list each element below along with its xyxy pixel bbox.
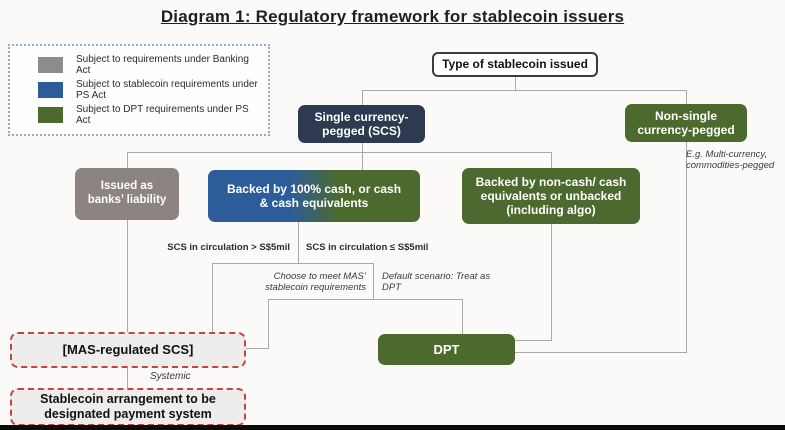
legend-label-stablecoin-ps-act: Subject to stablecoin requirements under…	[76, 78, 258, 101]
connector	[246, 348, 269, 349]
connector	[362, 152, 363, 170]
connector	[515, 77, 516, 90]
legend-item-dpt-ps-act: Subject to DPT requirements under PS Act	[38, 104, 258, 126]
annotation-circulation-lte-5mil: SCS in circulation ≤ S$5mil	[306, 242, 429, 253]
legend: Subject to requirements under Banking Ac…	[8, 44, 270, 136]
connector	[515, 352, 687, 353]
annotation-non-single-example: E.g. Multi-currency, commodities-pegged	[686, 149, 775, 172]
legend-item-stablecoin-ps-act: Subject to stablecoin requirements under…	[38, 79, 258, 101]
node-non-single-currency-pegged: Non-single currency-pegged	[625, 104, 747, 142]
bottom-edge-bar	[0, 425, 785, 430]
connector	[127, 152, 128, 168]
connector	[551, 152, 552, 168]
legend-label-dpt-ps-act: Subject to DPT requirements under PS Act	[76, 104, 249, 127]
connector	[362, 90, 687, 91]
node-issued-as-banks-liability: Issued as banks’ liability	[75, 168, 179, 220]
connector	[515, 340, 552, 341]
connector	[212, 263, 213, 332]
connector	[362, 143, 363, 152]
node-designated-payment-system: Stablecoin arrangement to be designated …	[10, 388, 246, 426]
connector	[212, 263, 374, 264]
connector	[127, 152, 552, 153]
node-mas-regulated-scs: [MAS-regulated SCS]	[10, 332, 246, 368]
node-single-currency-pegged: Single currency-pegged (SCS)	[298, 105, 425, 143]
annotation-circulation-gt-5mil: SCS in circulation > S$5mil	[167, 242, 290, 253]
connector	[551, 224, 552, 340]
legend-item-banking-act: Subject to requirements under Banking Ac…	[38, 54, 258, 76]
connector	[127, 368, 128, 388]
connector	[686, 90, 687, 104]
legend-swatch-dpt-ps-act	[38, 107, 63, 124]
node-backed-by-cash: Backed by 100% cash, or cash & cash equi…	[208, 170, 420, 222]
connector	[268, 299, 463, 300]
node-type-of-stablecoin: Type of stablecoin issued	[432, 52, 598, 77]
legend-swatch-stablecoin-ps-act	[38, 81, 63, 98]
connector	[373, 263, 374, 299]
annotation-systemic: Systemic	[150, 371, 191, 382]
connector	[268, 299, 269, 348]
annotation-choose-mas-requirements: Choose to meet MAS’ stablecoin requireme…	[265, 271, 366, 294]
annotation-default-treat-as-dpt: Default scenario: Treat as DPT	[382, 271, 491, 294]
legend-swatch-banking-act	[38, 56, 63, 73]
legend-label-banking-act: Subject to requirements under Banking Ac…	[76, 53, 249, 76]
node-dpt: DPT	[378, 334, 515, 365]
connector	[127, 220, 128, 332]
diagram-title: Diagram 1: Regulatory framework for stab…	[160, 7, 625, 26]
connector	[298, 222, 299, 263]
connector	[686, 142, 687, 352]
connector	[362, 90, 363, 105]
node-backed-by-non-cash: Backed by non-cash/ cash equivalents or …	[462, 168, 640, 224]
connector	[462, 299, 463, 334]
